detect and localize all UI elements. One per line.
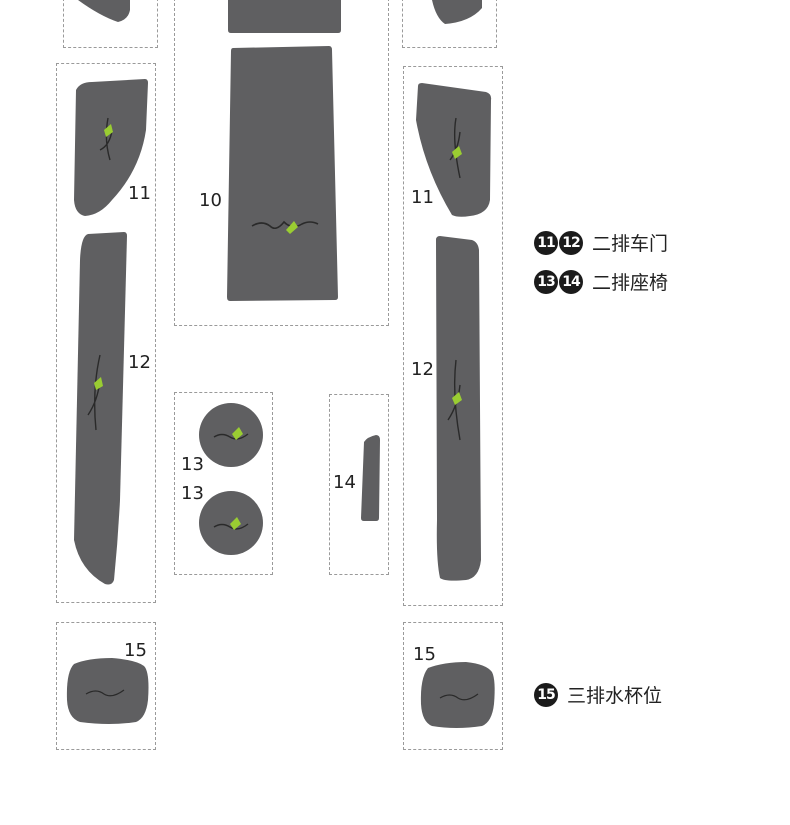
part-box-small-strip [329, 394, 389, 575]
part-box-circles [174, 392, 273, 575]
felt-pad-11-left [74, 79, 148, 216]
felt-pad-15-right [420, 662, 495, 728]
legend-badge-13: 13 [534, 269, 558, 294]
accent-leaf-13-top [232, 427, 243, 440]
legend-row-door: 11 12 二排车门 [534, 229, 668, 256]
part-number-12-left: 12 [128, 352, 151, 373]
felt-pad-top-left [78, 0, 130, 22]
logo-mark-10 [251, 220, 319, 230]
part-number-15-right: 15 [413, 644, 436, 665]
felt-pad-12-left [74, 232, 127, 585]
part-number-11-right: 11 [411, 187, 434, 208]
part-number-13-top: 13 [181, 454, 204, 475]
felt-pad-top-center [228, 0, 341, 33]
felt-pad-14 [361, 435, 380, 521]
accent-leaf-13-bottom [230, 517, 241, 530]
logo-mark-11-right [449, 117, 461, 179]
felt-pad-12-right [436, 236, 481, 581]
legend-text-seat: 二排座椅 [592, 272, 669, 294]
logo-mark-13-top [213, 433, 249, 440]
accent-leaf-11-right [452, 146, 462, 159]
accent-leaf-10 [286, 221, 298, 234]
legend-text-door: 二排车门 [592, 233, 669, 255]
legend-row-seat: 13 14 二排座椅 [534, 268, 668, 295]
accent-leaf-11-left [104, 124, 113, 137]
legend-badge-14: 14 [559, 269, 583, 294]
felt-pad-15-left [66, 658, 149, 724]
part-number-11-left: 11 [128, 183, 151, 204]
accent-leaf-12-right [452, 392, 462, 405]
legend-text-cup: 三排水杯位 [567, 685, 663, 707]
part-number-12-right: 12 [411, 359, 434, 380]
part-number-10: 10 [199, 190, 222, 211]
part-box-right-door [403, 66, 503, 606]
logo-mark-13-bottom [213, 523, 249, 530]
part-box-top-right [402, 0, 497, 48]
legend-badge-15: 15 [534, 682, 558, 707]
legend-badge-11: 11 [534, 230, 558, 255]
part-number-15-left: 15 [124, 640, 147, 661]
felt-pad-top-right [432, 0, 482, 24]
part-number-14: 14 [333, 472, 356, 493]
accent-leaf-12-left [94, 377, 103, 390]
felt-pad-11-right [416, 83, 492, 217]
part-number-13-bottom: 13 [181, 483, 204, 504]
logo-mark-15-right [439, 693, 479, 701]
part-box-right-cup [403, 622, 503, 750]
part-box-top-left [63, 0, 158, 48]
part-box-left-door [56, 63, 156, 603]
part-box-left-cup [56, 622, 156, 750]
felt-pad-13-top [199, 403, 263, 467]
logo-mark-15-left [85, 689, 125, 697]
felt-pad-10 [227, 46, 338, 301]
legend-badge-12: 12 [559, 230, 583, 255]
part-box-center-tall [174, 0, 389, 326]
legend-row-cup: 15 三排水杯位 [534, 681, 662, 708]
